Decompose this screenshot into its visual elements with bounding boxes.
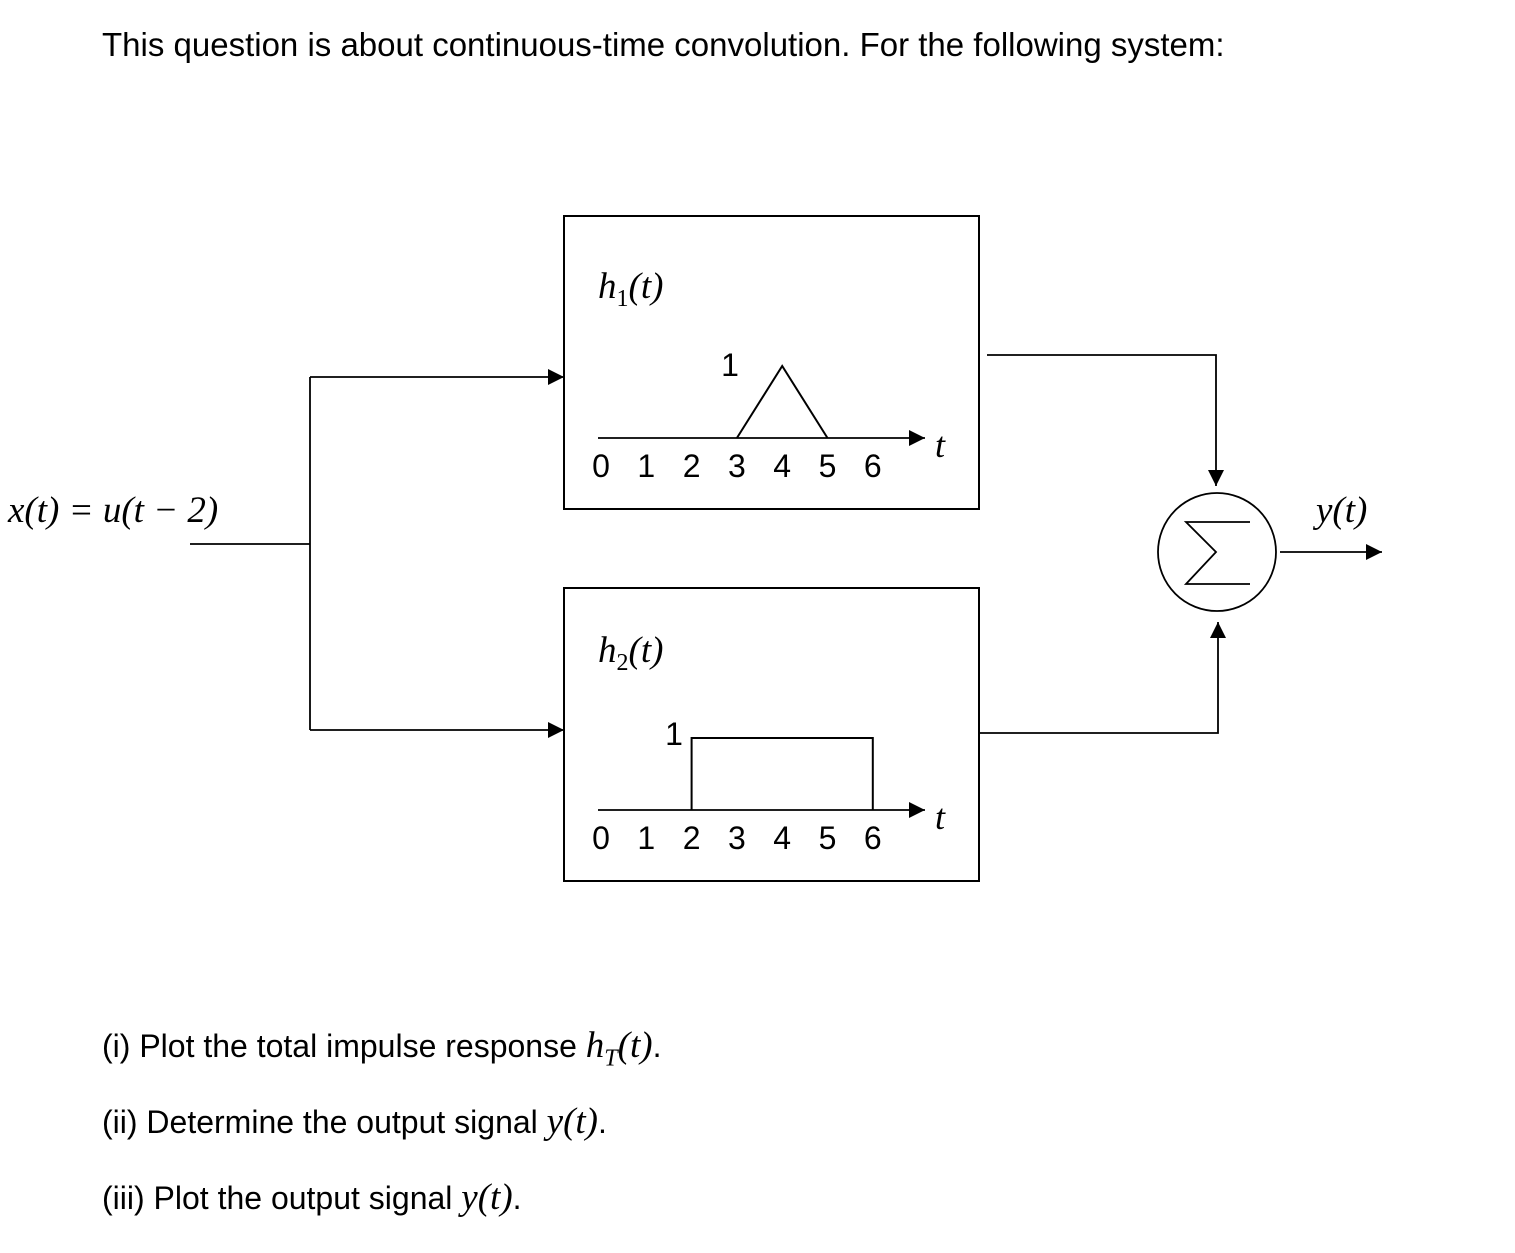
h1-tick-5: 5 [819, 448, 837, 484]
summer-symbol: Σ [1217, 559, 1218, 561]
h1-tick-0: 0 [592, 448, 610, 484]
arrow-h2-to-summer [979, 622, 1226, 734]
summer-node: Σ [1157, 492, 1277, 612]
input-wires [190, 369, 564, 738]
sigma-icon [1183, 521, 1250, 585]
h1-tick-3: 3 [728, 448, 746, 484]
h2-tick-2: 2 [683, 820, 701, 856]
h2-box [563, 587, 980, 882]
h1-tick-1: 1 [637, 448, 655, 484]
h1-box [563, 215, 980, 510]
h1-peak-label: 1 [721, 347, 739, 383]
h1-tick-2: 2 [683, 448, 701, 484]
question-intro: This question is about continuous-time c… [102, 26, 1225, 63]
h1-label: h1(t) [598, 266, 663, 312]
h2-rectangular-pulse [690, 737, 874, 810]
output-label: y(t) [1312, 490, 1367, 531]
h2-tick-6: 6 [864, 820, 882, 856]
h2-tick-5: 5 [819, 820, 837, 856]
h2-height-label: 1 [665, 716, 683, 752]
h2-tick-4: 4 [773, 820, 791, 856]
arrow-h1-to-summer [987, 354, 1224, 486]
h1-tick-4: 4 [773, 448, 791, 484]
question-part-2: (ii) Determine the output signal y(t). [102, 1101, 607, 1142]
question-part-3: (iii) Plot the output signal y(t). [102, 1177, 522, 1218]
h2-tick-3: 3 [728, 820, 746, 856]
summer-circle [1157, 492, 1277, 612]
output-wires [979, 354, 1382, 734]
h2-tick-1: 1 [637, 820, 655, 856]
h2-tick-0: 0 [592, 820, 610, 856]
h1-axis-var: t [935, 425, 946, 465]
question-part-1: (i) Plot the total impulse response hT(t… [102, 1025, 662, 1072]
h1-tick-6: 6 [864, 448, 882, 484]
input-label: x(t) = u(t − 2) [7, 490, 218, 531]
h1-triangle-pulse [736, 364, 829, 439]
h2-axis-var: t [935, 797, 946, 837]
h2-label: h2(t) [598, 630, 663, 676]
